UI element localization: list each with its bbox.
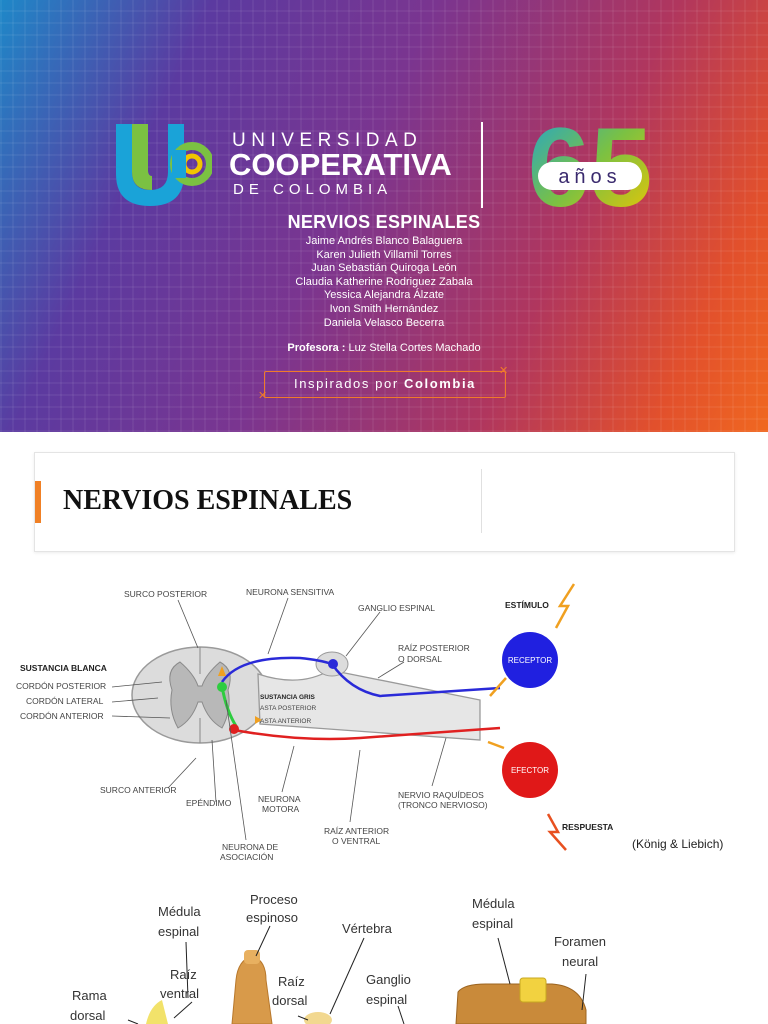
cover-slide: UNIVERSIDAD COOPERATIVA DE COLOMBIA 65 a… <box>0 0 768 432</box>
label-proceso-2: espinoso <box>246 910 298 925</box>
title-divider <box>481 469 482 533</box>
label-neurona-asociacion-2: ASOCIACIÓN <box>220 852 273 862</box>
label-foramen-1: Foramen <box>554 934 606 949</box>
label-medula-r-1: Médula <box>472 896 515 911</box>
label-ganglio-1: Ganglio <box>366 972 411 987</box>
reflex-arc-diagram: RECEPTOR EFECTOR SURCO POSTERIOR NEURONA… <box>16 583 613 862</box>
label-medula-2: espinal <box>158 924 199 939</box>
university-line-2: COOPERATIVA <box>229 147 452 182</box>
response-bolt-icon <box>546 813 567 851</box>
professor-name: Luz Stella Cortes Machado <box>348 342 481 354</box>
label-raiz-ventral-1: Raíz <box>170 967 197 982</box>
slogan-bold: Colombia <box>403 376 477 391</box>
signal-arrow-icon <box>255 716 262 724</box>
effector-label: EFECTOR <box>511 766 549 775</box>
label-raiz-anterior-2: O VENTRAL <box>332 836 380 846</box>
author-name: Daniela Velasco Becerra <box>323 316 445 329</box>
label-vertebra: Vértebra <box>342 921 393 936</box>
label-ependimo: EPÉNDIMO <box>186 798 232 808</box>
label-raiz-anterior: RAÍZ ANTERIOR <box>324 826 389 836</box>
label-raiz-dorsal-1: Raíz <box>278 974 305 989</box>
ganglion-left <box>304 1012 332 1024</box>
x-mark-icon: ✕ <box>258 390 268 402</box>
arrow-to-effector-icon <box>487 740 505 750</box>
label-surco-posterior: SURCO POSTERIOR <box>124 589 207 599</box>
sensory-neuron-path <box>220 656 501 698</box>
label-cordon-lateral: CORDÓN LATERAL <box>26 696 104 706</box>
x-mark-icon: ✕ <box>499 365 509 377</box>
label-rama-2: dorsal <box>70 1008 106 1023</box>
label-sustancia-gris: SUSTANCIA GRIS <box>260 694 316 701</box>
effector-circle <box>502 742 558 798</box>
spinal-cord-right <box>519 977 547 1003</box>
background-pattern <box>0 0 768 432</box>
label-nervio-2: (TRONCO NERVIOSO) <box>398 800 488 810</box>
citation: (König & Liebich) <box>632 837 724 851</box>
author-name: Claudia Katherine Rodriguez Zabala <box>295 275 473 288</box>
university-line-1: UNIVERSIDAD <box>232 130 423 151</box>
author-name: Juan Sebastián Quiroga León <box>311 262 457 275</box>
receptor-label: RECEPTOR <box>508 656 553 665</box>
vertebra-right <box>455 983 587 1024</box>
label-raiz-ventral-2: ventral <box>160 986 199 1001</box>
label-ganglio-espinal: GANGLIO ESPINAL <box>358 603 435 613</box>
label-asta-posterior: ASTA POSTERIOR <box>260 705 317 712</box>
logo-divider <box>481 122 483 208</box>
motor-neuron-path <box>233 726 501 741</box>
label-estimulo: ESTÍMULO <box>505 600 549 610</box>
label-neurona-sensitiva: NEURONA SENSITIVA <box>246 587 334 597</box>
label-sustancia-blanca: SUSTANCIA BLANCA <box>20 663 107 673</box>
arrow-to-receptor-icon <box>489 677 507 697</box>
label-neurona-motora-2: MOTORA <box>262 804 299 814</box>
spinous-process <box>231 955 273 1024</box>
university-line-3: DE COLOMBIA <box>233 181 393 198</box>
slogan-box: Inspirados por Colombia <box>264 371 506 398</box>
label-asta-anterior: ASTA ANTERIOR <box>260 718 311 725</box>
label-nervio: NERVIO RAQUÍDEOS <box>398 790 484 800</box>
label-foramen-2: neural <box>562 954 598 969</box>
gray-matter <box>169 661 231 729</box>
author-list: Jaime Andrés Blanco Balaguera Karen Juli… <box>0 235 768 330</box>
label-cordon-posterior: CORDÓN POSTERIOR <box>16 681 106 691</box>
anniversary-label: años <box>558 166 621 188</box>
slide-title-card: NERVIOS ESPINALES <box>34 452 735 552</box>
author-name: Yessica Alejandra Álzate <box>323 289 445 302</box>
label-cordon-anterior: CORDÓN ANTERIOR <box>20 711 104 721</box>
label-neurona-asociacion: NEURONA DE <box>222 842 279 852</box>
stimulus-bolt-icon <box>554 583 576 629</box>
author-name: Jaime Andrés Blanco Balaguera <box>305 235 463 247</box>
vertebra-anatomy-illustration: Médula espinal Proceso espinoso Vértebra… <box>70 892 606 1024</box>
label-medula-r-2: espinal <box>472 916 513 931</box>
receptor-circle <box>502 632 558 688</box>
anniversary-65-logo: 65 años <box>528 110 653 220</box>
label-surco-anterior: SURCO ANTERIOR <box>100 785 177 795</box>
author-name: Karen Julieth Villamil Torres <box>316 248 452 261</box>
professor-label: Profesora : <box>287 342 346 354</box>
title-accent-bar <box>35 481 41 523</box>
label-proceso-1: Proceso <box>250 892 298 907</box>
cover-title: NERVIOS ESPINALES <box>287 212 481 232</box>
label-neurona-motora: NEURONA <box>258 794 301 804</box>
label-ganglio-2: espinal <box>366 992 407 1007</box>
slide-heading: NERVIOS ESPINALES <box>63 485 353 516</box>
author-name: Ivon Smith Hernández <box>329 302 439 315</box>
professor-line: Profesora : Luz Stella Cortes Machado <box>0 342 768 354</box>
label-rama-1: Rama <box>72 988 107 1003</box>
label-raiz-posterior-2: O DORSAL <box>398 654 442 664</box>
spinal-cord-left <box>146 1000 168 1024</box>
label-respuesta: RESPUESTA <box>562 822 613 832</box>
slogan-prefix: Inspirados por <box>293 376 399 391</box>
label-medula-1: Médula <box>158 904 201 919</box>
label-raiz-posterior: RAÍZ POSTERIOR <box>398 643 470 653</box>
nerve-trunk <box>257 669 481 741</box>
ucc-logo-icon <box>116 124 212 206</box>
label-raiz-dorsal-2: dorsal <box>272 993 308 1008</box>
signal-arrow-icon <box>218 666 226 676</box>
